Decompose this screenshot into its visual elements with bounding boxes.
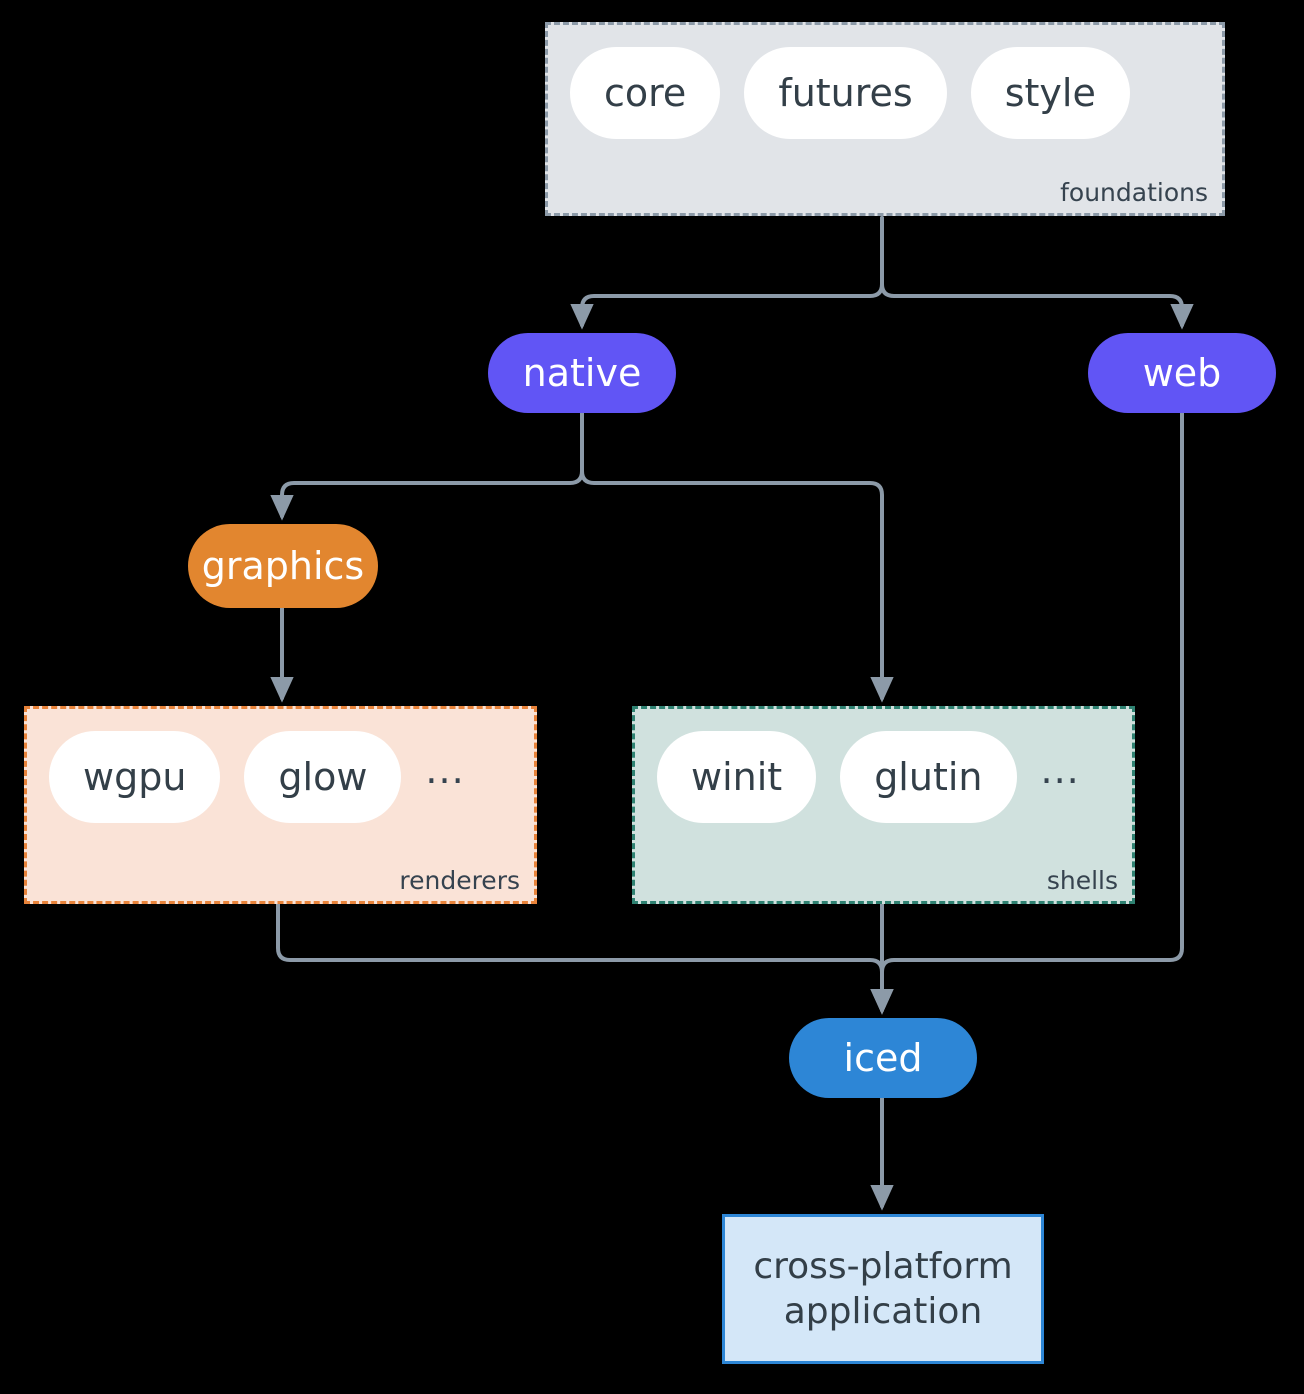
chip-glutin[interactable]: glutin: [840, 731, 1017, 823]
node-native[interactable]: native: [488, 333, 676, 413]
node-iced[interactable]: iced: [789, 1018, 977, 1098]
chip-futures[interactable]: futures: [744, 47, 947, 139]
renderers-items: wgpu glow ...: [49, 731, 465, 823]
shells-more-ellipsis: ...: [1040, 748, 1080, 792]
edge-foundations-native: [570, 216, 884, 330]
chip-wgpu[interactable]: wgpu: [49, 731, 221, 823]
group-label-renderers: renderers: [399, 866, 520, 895]
node-cross-platform-application[interactable]: cross-platform application: [722, 1214, 1044, 1364]
group-foundations: core futures style foundations: [545, 22, 1225, 216]
edge-foundations-web: [880, 216, 1194, 330]
foundations-items: core futures style: [570, 47, 1130, 139]
app-label-line2: application: [783, 1291, 983, 1332]
group-label-shells: shells: [1046, 866, 1118, 895]
group-label-foundations: foundations: [1060, 178, 1208, 207]
group-shells: winit glutin ... shells: [632, 706, 1135, 904]
chip-glow[interactable]: glow: [244, 731, 402, 823]
edge-native-shells: [580, 411, 894, 703]
app-label-line1: cross-platform: [753, 1246, 1013, 1287]
edge-renderers-iced: [276, 902, 894, 1015]
renderers-more-ellipsis: ...: [425, 748, 465, 792]
node-graphics[interactable]: graphics: [188, 524, 378, 608]
shells-items: winit glutin ...: [657, 731, 1080, 823]
chip-winit[interactable]: winit: [657, 731, 817, 823]
chip-style[interactable]: style: [970, 47, 1130, 139]
chip-core[interactable]: core: [570, 47, 721, 139]
group-renderers: wgpu glow ... renderers: [24, 706, 537, 904]
edge-native-graphics: [270, 411, 584, 521]
node-web[interactable]: web: [1088, 333, 1276, 413]
